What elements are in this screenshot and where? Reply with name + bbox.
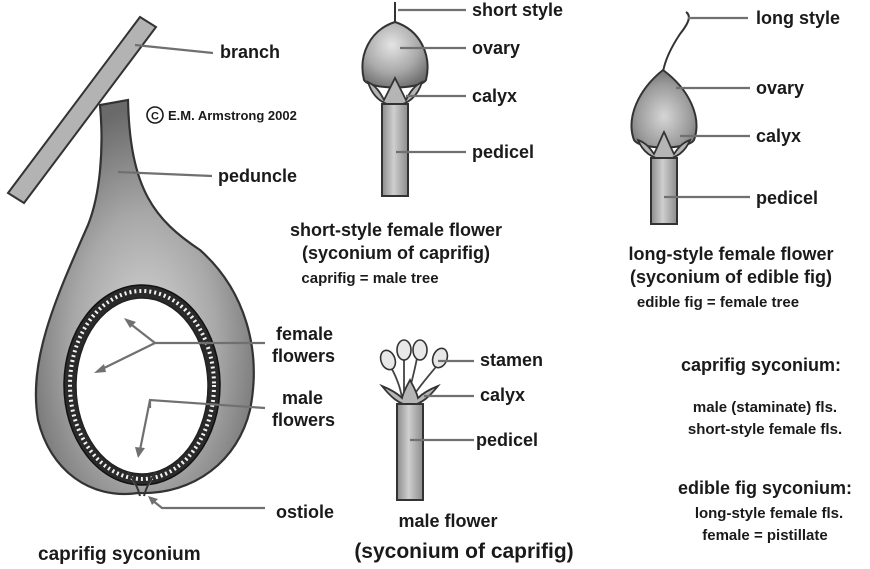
note-edible-line1: long-style female fls. <box>695 505 843 522</box>
male-pedicel-shape <box>396 403 424 501</box>
copyright-circle <box>146 106 164 124</box>
label-male-flowers-2: flowers <box>272 410 335 430</box>
syconium-flower-texture <box>68 289 216 481</box>
copyright-symbol: C <box>151 111 159 123</box>
label-short-style-pedicel: pedicel <box>472 142 534 162</box>
long-style-pedicel-shape <box>650 157 678 225</box>
label-female-flowers-1: female <box>276 324 333 344</box>
note-edible-line2: female = pistillate <box>702 527 827 544</box>
male-anther-1 <box>379 349 397 371</box>
short-style-pedicel-shape <box>381 103 409 197</box>
male-anther-4 <box>431 347 449 369</box>
male-anther-3 <box>412 339 428 361</box>
caption-short-style-1: short-style female flower <box>290 220 502 240</box>
label-female-flowers-2: flowers <box>272 346 335 366</box>
label-long-style-pedicel: pedicel <box>756 188 818 208</box>
label-ostiole: ostiole <box>276 502 334 522</box>
caption-male-flower: male flower <box>398 511 497 531</box>
male-flower-illustration <box>379 339 449 501</box>
caption-short-style-2: (syconium of caprifig) <box>302 243 490 263</box>
long-style-flower-illustration <box>630 11 698 225</box>
copyright-mark: C E.M. Armstrong 2002 <box>146 106 297 124</box>
label-male-calyx: calyx <box>480 385 525 405</box>
syconium-illustration <box>6 15 255 497</box>
label-short-style-calyx: calyx <box>472 86 517 106</box>
short-style-flower-illustration <box>361 2 429 197</box>
copyright-text: E.M. Armstrong 2002 <box>168 108 297 123</box>
label-male-flowers-1: male <box>282 388 323 408</box>
label-male-stamen: stamen <box>480 350 543 370</box>
male-filaments <box>387 351 441 399</box>
caption-long-style-3: edible fig = female tree <box>637 294 799 311</box>
label-branch: branch <box>220 42 280 62</box>
label-peduncle: peduncle <box>218 166 297 186</box>
male-calyx-shape <box>379 377 441 407</box>
caption-long-style-1: long-style female flower <box>628 244 833 264</box>
note-edible-title: edible fig syconium: <box>678 478 852 498</box>
note-caprifig-line2: short-style female fls. <box>688 421 842 438</box>
caption-long-style-2: (syconium of edible fig) <box>630 267 832 287</box>
note-caprifig-title: caprifig syconium: <box>681 355 841 375</box>
note-caprifig-line1: male (staminate) fls. <box>693 399 837 416</box>
male-anther-2 <box>396 339 412 361</box>
label-male-pedicel: pedicel <box>476 430 538 450</box>
label-short-style-ovary: ovary <box>472 38 520 58</box>
label-long-style: long style <box>756 8 840 28</box>
notes-block: caprifig syconium: male (staminate) fls.… <box>678 355 852 544</box>
label-long-style-ovary: ovary <box>756 78 804 98</box>
ostiole-shape <box>127 471 157 497</box>
syconium-arrows <box>94 318 266 510</box>
caption-caprifig-syconium: caprifig syconium <box>38 544 201 565</box>
long-style-style-shape <box>662 11 690 73</box>
branch-shape <box>6 15 158 205</box>
caption-short-style-3: caprifig = male tree <box>301 270 438 287</box>
label-long-style-calyx: calyx <box>756 126 801 146</box>
caption-male-flower-2: (syconium of caprifig) <box>354 540 573 563</box>
label-short-style: short style <box>472 0 563 20</box>
syconium-cavity <box>75 297 209 475</box>
